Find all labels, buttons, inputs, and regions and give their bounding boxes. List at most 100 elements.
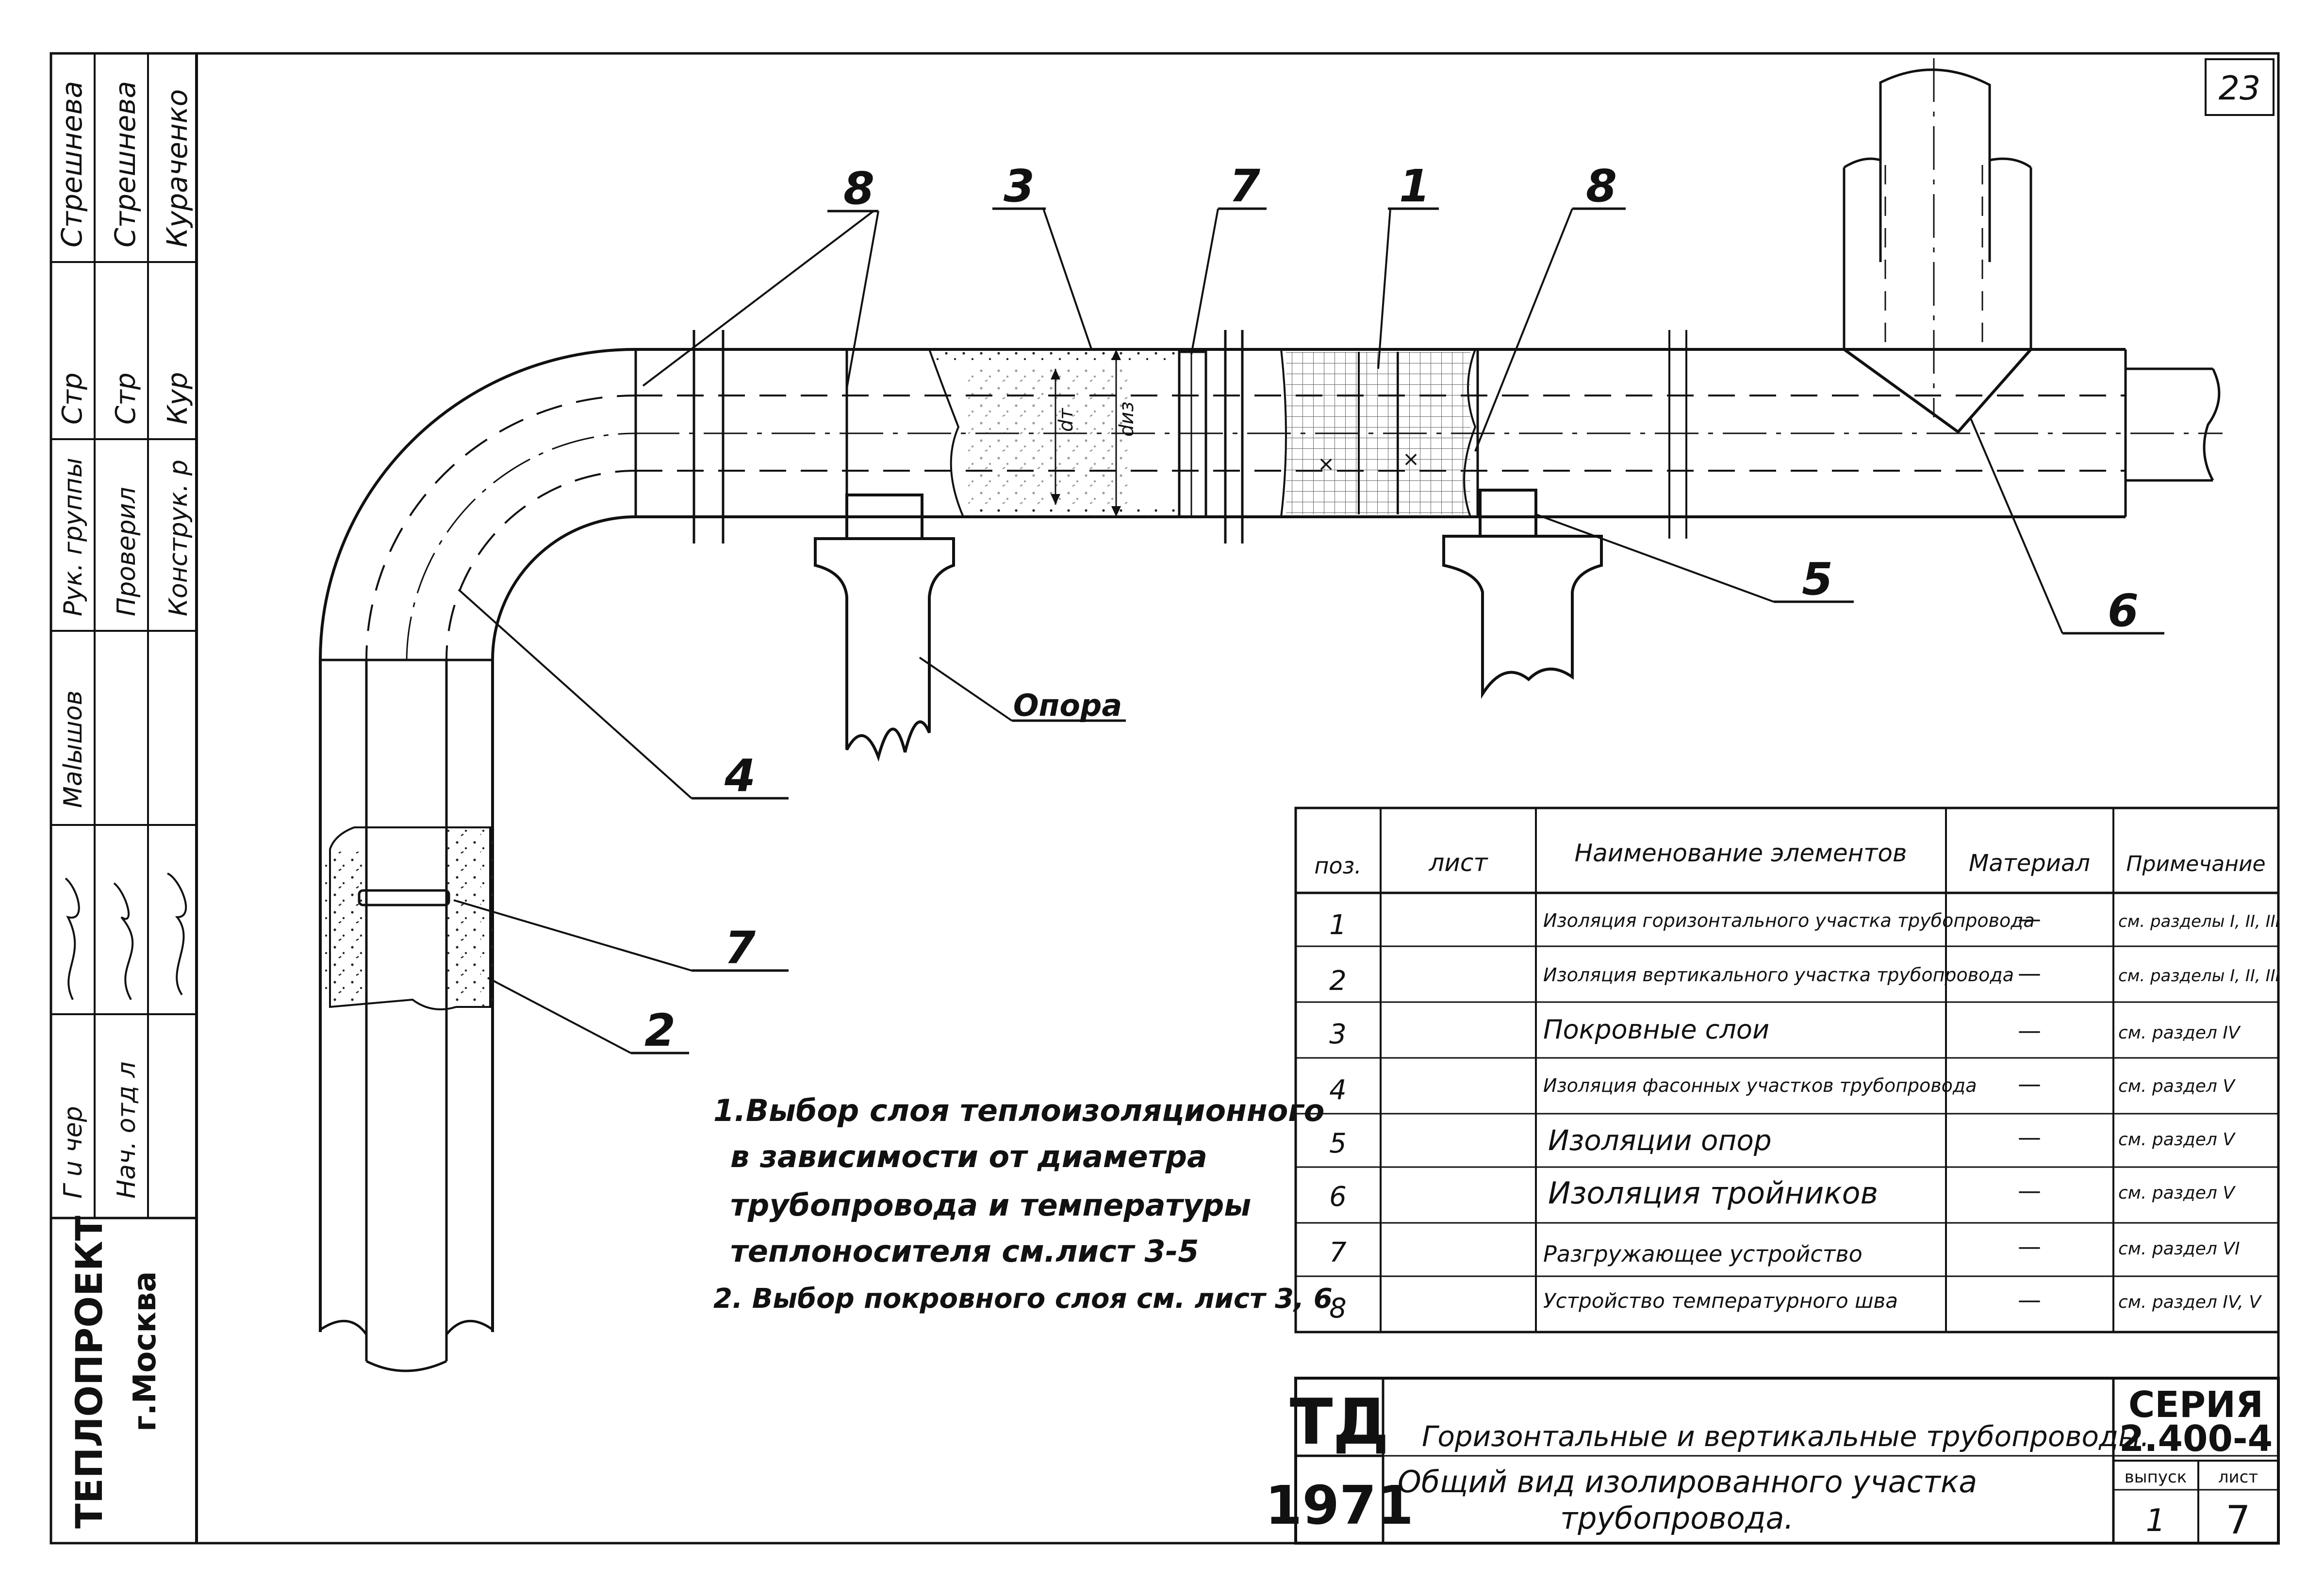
sheet-number-box: 23 bbox=[2205, 58, 2275, 116]
title-year: 1971 bbox=[1265, 1474, 1414, 1536]
row-7-pos: 7 bbox=[1329, 1237, 1347, 1268]
th-sheet: лист bbox=[1428, 849, 1488, 877]
stamp-sig-scribble-3 bbox=[167, 873, 187, 996]
title-code: ТД bbox=[1290, 1385, 1389, 1459]
row-3-material: — bbox=[2018, 1017, 2041, 1044]
stamp-role-6: Конструк. р bbox=[164, 460, 193, 616]
issue-label: выпуск bbox=[2125, 1467, 2187, 1487]
series-value: 2.400-4 bbox=[2119, 1418, 2273, 1460]
callout-5: 5 bbox=[1802, 553, 1833, 605]
dimension-outer-diameter: dиз bbox=[1116, 401, 1138, 437]
stamp-name-2: Стрешнева bbox=[109, 81, 142, 247]
note-line-4: теплоносителя см.лист 3-5 bbox=[730, 1234, 1199, 1269]
row-7-note: см. раздел VI bbox=[2118, 1239, 2240, 1259]
stamp-name-3: Кураченко bbox=[161, 89, 194, 247]
row-4-material: — bbox=[2018, 1070, 2041, 1098]
elbow-centerline bbox=[406, 432, 636, 660]
th-pos: поз. bbox=[1314, 853, 1361, 879]
cover-layer-cutaway bbox=[928, 348, 1180, 518]
elbow-outer-wall bbox=[319, 348, 636, 1332]
note-line-2: в зависимости от диаметра bbox=[730, 1139, 1207, 1174]
row-5-name: Изоляции опор bbox=[1548, 1124, 1772, 1157]
row-7-name: Разгружающее устройство bbox=[1543, 1241, 1862, 1267]
title-line-3: трубопровода. bbox=[1560, 1500, 1794, 1536]
elbow-dash-inner bbox=[445, 470, 636, 1332]
row-1-pos: 1 bbox=[1329, 909, 1347, 941]
row-2-name: Изоляция вертикального участка трубопров… bbox=[1543, 964, 2014, 986]
row-6-note: см. раздел V bbox=[2118, 1183, 2236, 1203]
stamp-sidebar: Г u чер Нач. отд л Мalышов Рук. группы П… bbox=[51, 53, 197, 1529]
callout-8-left: 8 bbox=[843, 163, 874, 214]
row-3-name: Покровные слои bbox=[1543, 1014, 1769, 1045]
row-6-material: — bbox=[2018, 1177, 2041, 1204]
support-right bbox=[1442, 489, 1603, 699]
stamp-role-3: Мalышов bbox=[59, 691, 88, 808]
unloading-device bbox=[1178, 350, 1207, 518]
vertical-unloading-ring bbox=[358, 889, 450, 906]
sheet-number: 23 bbox=[2219, 69, 2261, 108]
note-line-5: 2. Выбор покровного слоя см. лист 3, 6 bbox=[713, 1283, 1333, 1315]
specification-table: поз. лист Наименование элементов Материа… bbox=[1294, 807, 2280, 1334]
row-8-note: см. раздел IV, V bbox=[2118, 1292, 2262, 1312]
pipe-assembly: dт dиз × × bbox=[319, 58, 2223, 1372]
row-3-note: см. раздел IV bbox=[2118, 1023, 2241, 1043]
callout-lines bbox=[453, 207, 2164, 1054]
th-note: Примечание bbox=[2126, 852, 2265, 876]
title-block: ТД 1971 Горизонтальные и вертикальные тр… bbox=[1265, 1377, 2280, 1545]
stamp-name-1: Стрешнева bbox=[55, 81, 88, 247]
callout-4: 4 bbox=[724, 750, 756, 802]
elbow-inner-wall bbox=[491, 515, 636, 1332]
row-5-note: см. раздел V bbox=[2118, 1130, 2236, 1150]
flange-rings bbox=[692, 330, 1687, 543]
stamp-role-2: Нач. отд л bbox=[112, 1061, 141, 1199]
row-7-material: — bbox=[2018, 1233, 2041, 1260]
stamp-role-5: Проверил bbox=[112, 487, 141, 616]
stamp-sig-2: Стр bbox=[110, 373, 142, 425]
stamp-role-1: Г u чер bbox=[59, 1106, 88, 1199]
tee-branch bbox=[1879, 68, 1991, 262]
svg-text:×: × bbox=[1318, 452, 1335, 476]
row-5-pos: 5 bbox=[1329, 1128, 1347, 1159]
row-1-note: см. разделы I, II, III bbox=[2118, 912, 2280, 931]
stamp-sig-scribble-1 bbox=[65, 877, 80, 1000]
stamp-sig-3: Кур bbox=[162, 372, 194, 425]
title-line-2: Общий вид изолированного участка bbox=[1398, 1464, 1977, 1499]
row-4-pos: 4 bbox=[1329, 1074, 1347, 1106]
row-6-pos: 6 bbox=[1329, 1181, 1347, 1213]
series-label: СЕРИЯ bbox=[2128, 1384, 2263, 1426]
row-8-name: Устройство температурного шва bbox=[1543, 1289, 1898, 1313]
support-left bbox=[814, 494, 955, 762]
row-8-pos: 8 bbox=[1329, 1293, 1347, 1324]
callout-8-right: 8 bbox=[1586, 160, 1617, 212]
note-line-3: трубопровода и температуры bbox=[730, 1187, 1251, 1223]
row-2-pos: 2 bbox=[1329, 965, 1347, 997]
th-name: Наименование элементов bbox=[1575, 839, 1907, 867]
row-3-pos: 3 bbox=[1329, 1019, 1347, 1050]
callout-6: 6 bbox=[2108, 585, 2139, 637]
stamp-organization: ТЕПЛОПРОЕКТ bbox=[67, 1216, 111, 1529]
sheet-value: 7 bbox=[2226, 1498, 2251, 1543]
row-4-name: Изоляция фасонных участков трубопровода bbox=[1543, 1075, 1977, 1096]
outer-frame bbox=[49, 52, 2280, 1545]
stamp-role-4: Рук. группы bbox=[59, 458, 88, 616]
row-2-note: см. разделы I, II, III bbox=[2118, 966, 2280, 986]
row-4-note: см. раздел V bbox=[2118, 1076, 2236, 1096]
callout-7-top: 7 bbox=[1229, 160, 1260, 212]
stamp-city: г.Москва bbox=[127, 1271, 163, 1432]
callout-support: Опора bbox=[1013, 688, 1122, 723]
dimension-inner-diameter: dт bbox=[1055, 408, 1077, 432]
sheet-label: лист bbox=[2218, 1467, 2258, 1487]
callout-1: 1 bbox=[1399, 160, 1430, 212]
callout-7-bottom: 7 bbox=[725, 922, 756, 974]
stamp-sig-scribble-2 bbox=[113, 882, 134, 1000]
callout-2: 2 bbox=[644, 1005, 676, 1056]
row-6-name: Изоляция тройников bbox=[1548, 1175, 1878, 1211]
vertical-insulation-cutaway bbox=[329, 826, 491, 1010]
note-line-1: 1.Выбор слоя теплоизоляционного bbox=[713, 1093, 1324, 1128]
issue-value: 1 bbox=[2146, 1503, 2166, 1539]
row-2-material: — bbox=[2018, 960, 2041, 987]
notes: 1.Выбор слоя теплоизоляционного в зависи… bbox=[713, 1093, 1333, 1315]
stamp-sig-1: Стр bbox=[57, 373, 88, 425]
row-8-material: — bbox=[2018, 1286, 2041, 1314]
